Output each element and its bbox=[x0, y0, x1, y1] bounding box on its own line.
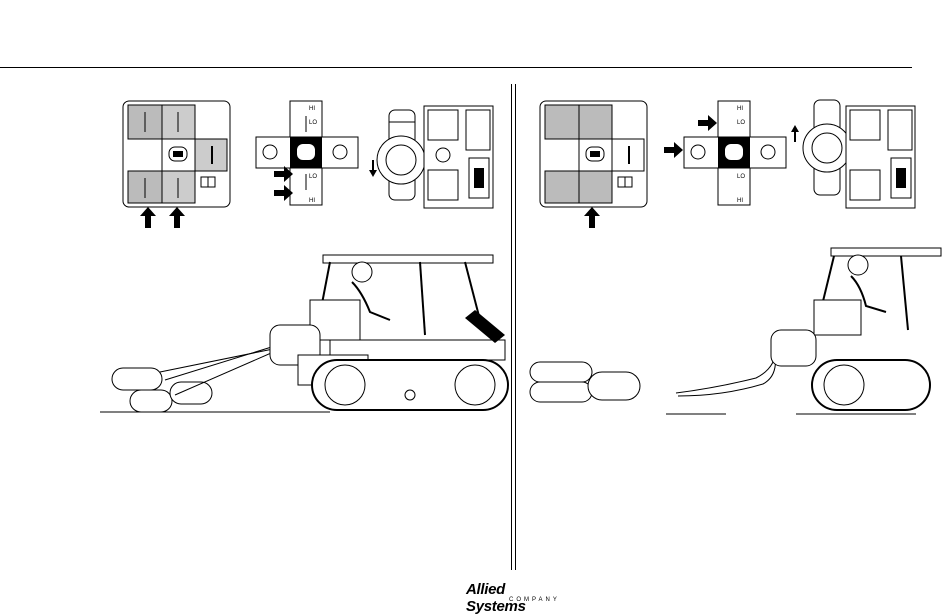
bulldozer bbox=[771, 248, 941, 414]
right-figure: HI LO LO HI bbox=[516, 0, 950, 570]
arrow-up-icon bbox=[584, 207, 600, 228]
hi-label: HI bbox=[309, 106, 315, 112]
loose-choker-cables bbox=[666, 348, 776, 414]
arrow-down-icon bbox=[369, 160, 377, 177]
bulldozer bbox=[270, 255, 508, 410]
arrow-up-icon bbox=[169, 207, 185, 228]
hi-label: HI bbox=[309, 198, 315, 204]
allied-systems-logo: Allied Systems COMPANY bbox=[466, 581, 566, 611]
book-icon bbox=[618, 177, 632, 187]
lo-label: LO bbox=[737, 120, 745, 126]
logo-sub: COMPANY bbox=[509, 597, 560, 603]
control-switch-box bbox=[846, 106, 915, 208]
winch-lever bbox=[377, 110, 425, 200]
lo-label: LO bbox=[309, 174, 317, 180]
speed-cross-panel: HI LO LO HI bbox=[684, 101, 786, 205]
control-selector-panel bbox=[540, 101, 647, 207]
lo-label: LO bbox=[737, 174, 745, 180]
hi-label: HI bbox=[737, 106, 743, 112]
log-pile bbox=[530, 362, 640, 402]
arrow-up-icon bbox=[140, 207, 156, 228]
lo-label: LO bbox=[309, 120, 317, 126]
control-switch-box bbox=[424, 106, 493, 208]
book-icon bbox=[201, 177, 215, 187]
column-divider bbox=[511, 84, 512, 570]
speed-cross-panel: HI LO LO HI bbox=[256, 101, 358, 205]
left-figure: HI LO LO HI bbox=[0, 0, 511, 570]
control-selector-panel bbox=[123, 101, 230, 207]
arrow-right-icon bbox=[664, 142, 683, 158]
winch-lever bbox=[803, 100, 851, 195]
arrow-right-icon bbox=[698, 115, 717, 131]
hi-label: HI bbox=[737, 198, 743, 204]
arrow-up-icon bbox=[791, 125, 799, 142]
